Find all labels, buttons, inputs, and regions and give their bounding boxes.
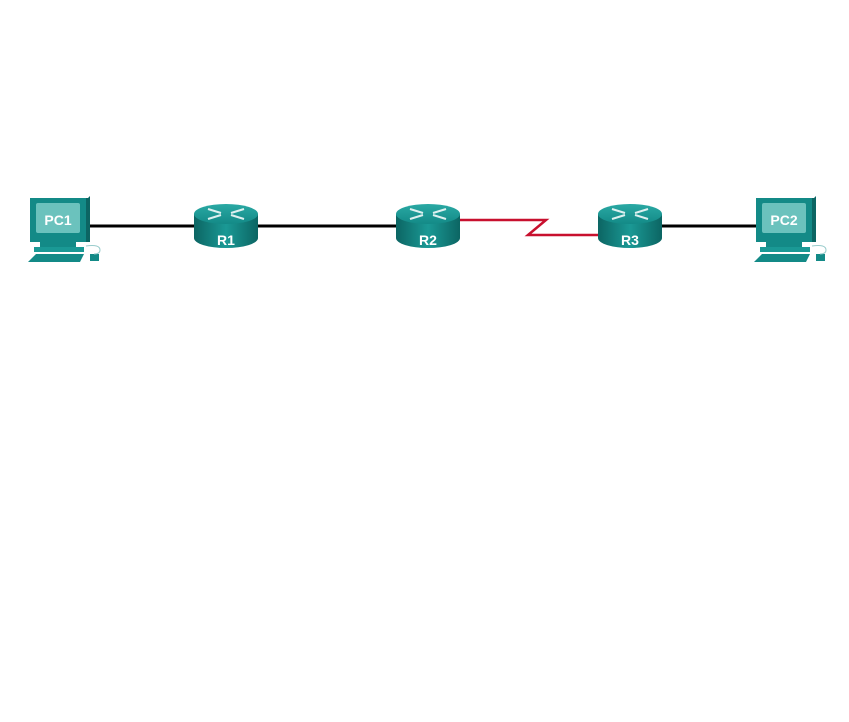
pc1-device[interactable]: PC1 [27,195,101,263]
pc2-device[interactable]: PC2 [753,195,827,263]
router-r1[interactable]: R1 [193,203,259,249]
r1-label: R1 [217,232,235,248]
router-r3[interactable]: R3 [597,203,663,249]
r2-label: R2 [419,232,437,248]
pc-icon [27,195,101,263]
router-r2[interactable]: R2 [395,203,461,249]
r3-label: R3 [621,232,639,248]
serial-link-r2-r3 [458,218,600,237]
pc-icon [753,195,827,263]
pc2-label: PC2 [770,212,797,228]
pc1-label: PC1 [44,212,71,228]
